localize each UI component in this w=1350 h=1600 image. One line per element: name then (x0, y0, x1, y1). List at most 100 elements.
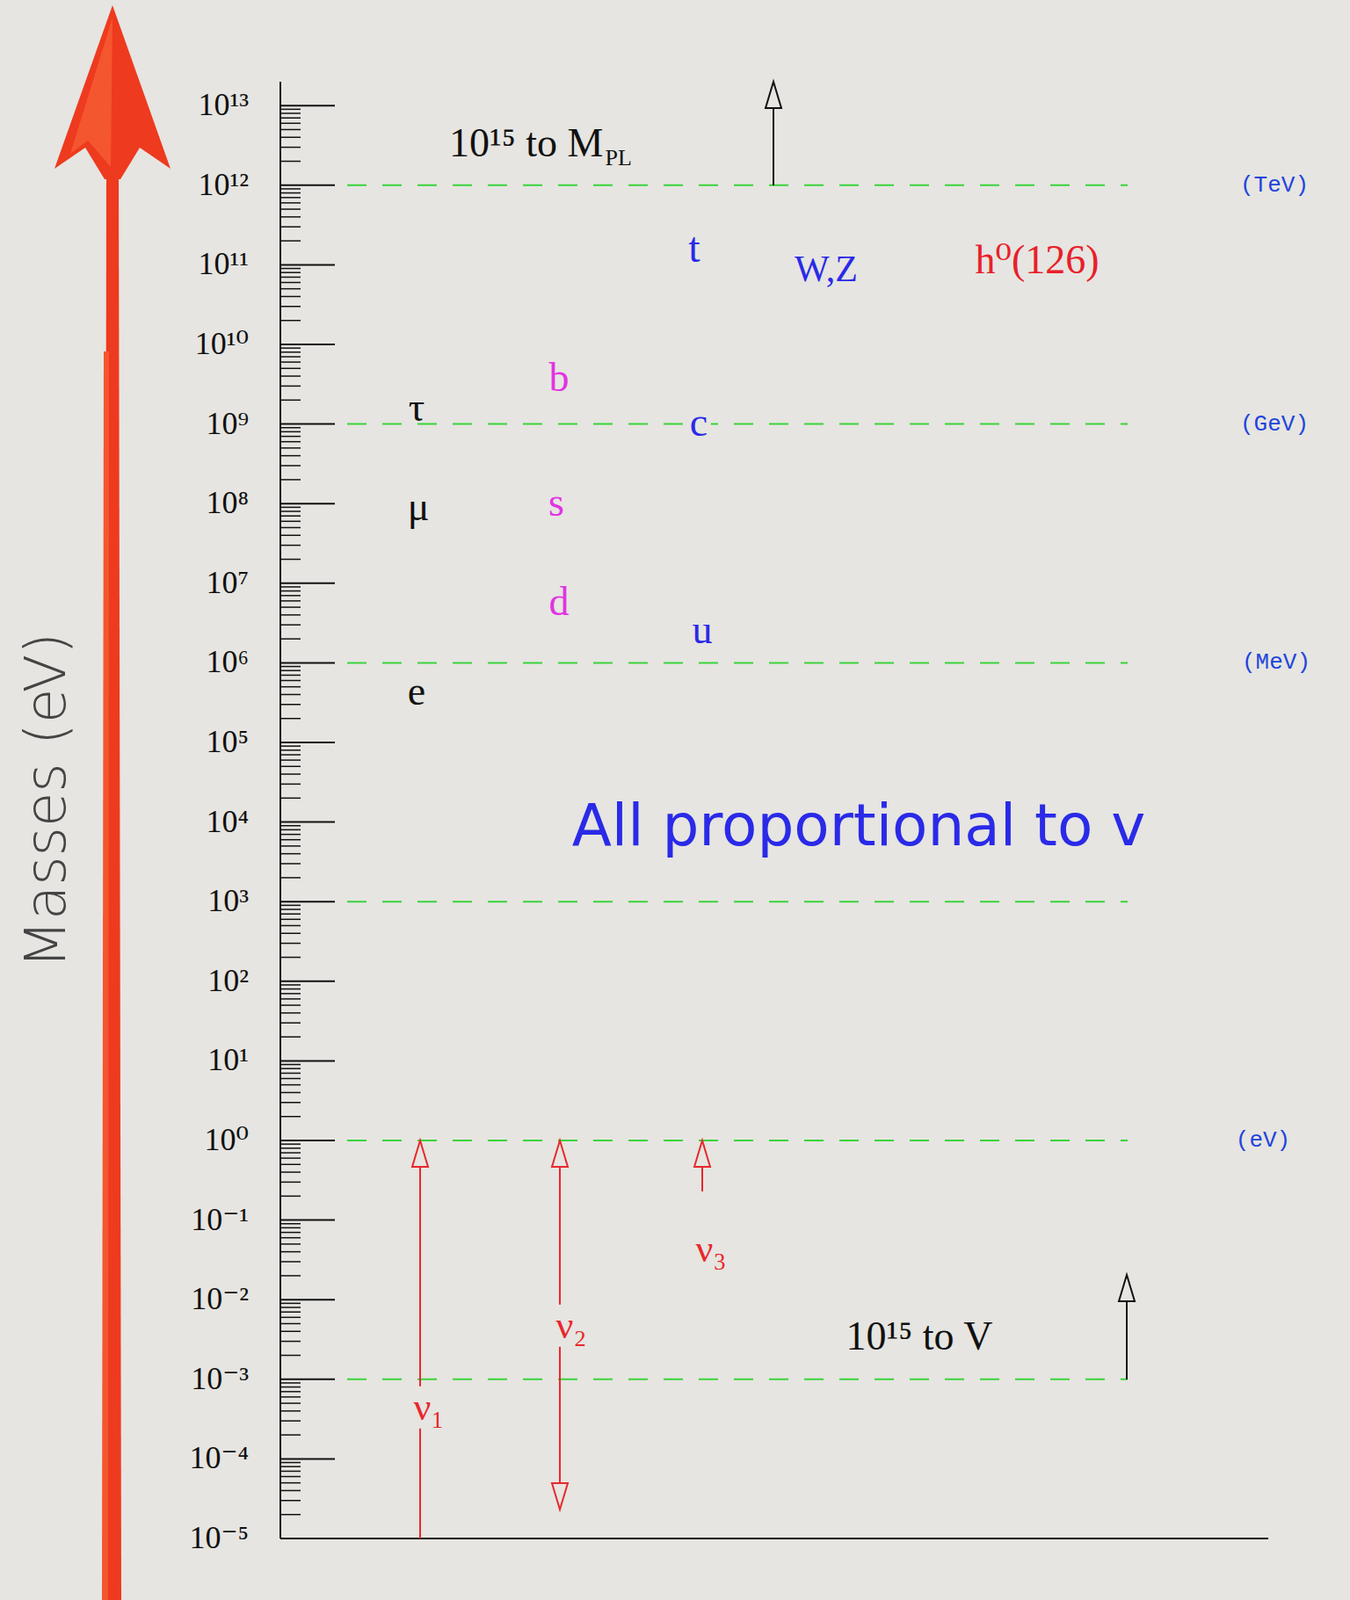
minor-tick (280, 919, 301, 922)
minor-tick (280, 908, 301, 911)
minor-tick (280, 1386, 301, 1389)
range-arrow-line (1125, 1301, 1128, 1380)
minor-tick (280, 276, 301, 279)
minor-tick (280, 347, 301, 349)
minor-tick (280, 271, 301, 274)
big-red-arrow-head (54, 5, 171, 180)
neutrino-range-line (419, 1167, 421, 1539)
minor-tick (280, 268, 301, 270)
minor-tick (280, 239, 301, 242)
minor-tick (280, 877, 301, 879)
tick-label: 10¹ (207, 1044, 249, 1080)
range-label: 10¹⁵ to M (449, 121, 604, 167)
minor-tick (280, 146, 301, 149)
minor-tick (280, 606, 301, 609)
tick-label: 10¹⁰ (195, 326, 249, 363)
minor-tick (280, 998, 301, 1001)
particle-label: t (688, 225, 700, 272)
minor-tick (280, 1237, 301, 1240)
major-tick (280, 343, 335, 346)
major-tick (280, 263, 335, 266)
minor-tick (280, 305, 301, 308)
minor-tick (280, 686, 301, 689)
major-tick (280, 1219, 335, 1222)
hollow-arrowhead (551, 1140, 568, 1168)
minor-tick (280, 984, 301, 987)
tick-label: 10⁻⁴ (188, 1442, 249, 1478)
minor-tick (280, 521, 301, 523)
minor-tick (280, 123, 301, 125)
reference-dashed-line (347, 1379, 1128, 1381)
minor-tick (280, 1514, 301, 1517)
minor-tick (280, 1084, 301, 1087)
note-text: All proportional to v (572, 794, 1147, 859)
scale-tag: (eV) (1235, 1128, 1291, 1155)
minor-tick (280, 1232, 301, 1234)
major-tick (280, 1458, 335, 1460)
reference-dashed-line (347, 423, 1128, 426)
particle-label: b (549, 355, 570, 401)
minor-tick (280, 1152, 301, 1155)
minor-tick (280, 216, 301, 218)
minor-tick (280, 296, 301, 298)
particle-label: s (548, 480, 565, 526)
minor-tick (280, 1261, 301, 1263)
major-tick (280, 1538, 335, 1540)
tick-label: 10⁻⁵ (188, 1521, 249, 1557)
tick-label: 10⁸ (205, 486, 249, 522)
minor-tick (280, 1471, 301, 1474)
minor-tick (280, 1116, 301, 1118)
axis-title: Masses (eV) (14, 632, 77, 969)
tick-label: 10¹¹ (197, 247, 249, 284)
particle-label: τ (408, 385, 426, 431)
minor-tick (280, 1434, 301, 1437)
particle-label: h⁰(126) (974, 238, 1099, 284)
major-tick (280, 502, 335, 505)
particle-label: W,Z (794, 248, 858, 290)
minor-tick (280, 1391, 301, 1394)
minor-tick (280, 1275, 301, 1278)
minor-tick (280, 1092, 301, 1095)
minor-tick (280, 202, 301, 204)
minor-tick (280, 385, 301, 388)
minor-tick (280, 1331, 301, 1334)
minor-tick (280, 1476, 301, 1479)
minor-tick (280, 1311, 301, 1314)
tick-label: 10¹² (197, 167, 249, 204)
minor-tick (280, 368, 301, 371)
tick-label: 10⁻³ (190, 1362, 249, 1398)
minor-tick (280, 355, 301, 358)
minor-tick (280, 1490, 301, 1493)
minor-tick (280, 1410, 301, 1413)
particle-label: μ (407, 485, 430, 530)
scale-tag: (TeV) (1240, 173, 1309, 199)
minor-tick (280, 1396, 301, 1399)
minor-tick (280, 192, 301, 195)
major-tick (280, 1379, 335, 1381)
minor-tick (280, 766, 301, 769)
minor-tick (280, 1147, 301, 1150)
tick-label: 10⁴ (205, 805, 249, 841)
major-tick (280, 741, 335, 744)
major-tick (280, 1139, 335, 1142)
minor-tick (280, 1382, 301, 1385)
major-tick (280, 900, 335, 903)
minor-tick (280, 427, 301, 429)
tick-label: 10⁶ (205, 645, 249, 682)
tick-label: 10⁷ (205, 566, 249, 602)
neutrino-range-line (701, 1167, 704, 1192)
minor-tick (280, 1243, 301, 1246)
minor-tick (280, 783, 301, 786)
minor-tick (280, 282, 301, 284)
minor-tick (280, 441, 301, 443)
minor-tick (280, 1102, 301, 1104)
big-red-arrow-stroke (101, 351, 109, 1600)
minor-tick (280, 666, 301, 668)
minor-tick (280, 188, 301, 190)
minor-tick (280, 825, 301, 828)
minor-tick (280, 361, 301, 363)
major-tick (280, 1299, 335, 1301)
minor-tick (280, 863, 301, 865)
minor-tick (280, 1157, 301, 1160)
